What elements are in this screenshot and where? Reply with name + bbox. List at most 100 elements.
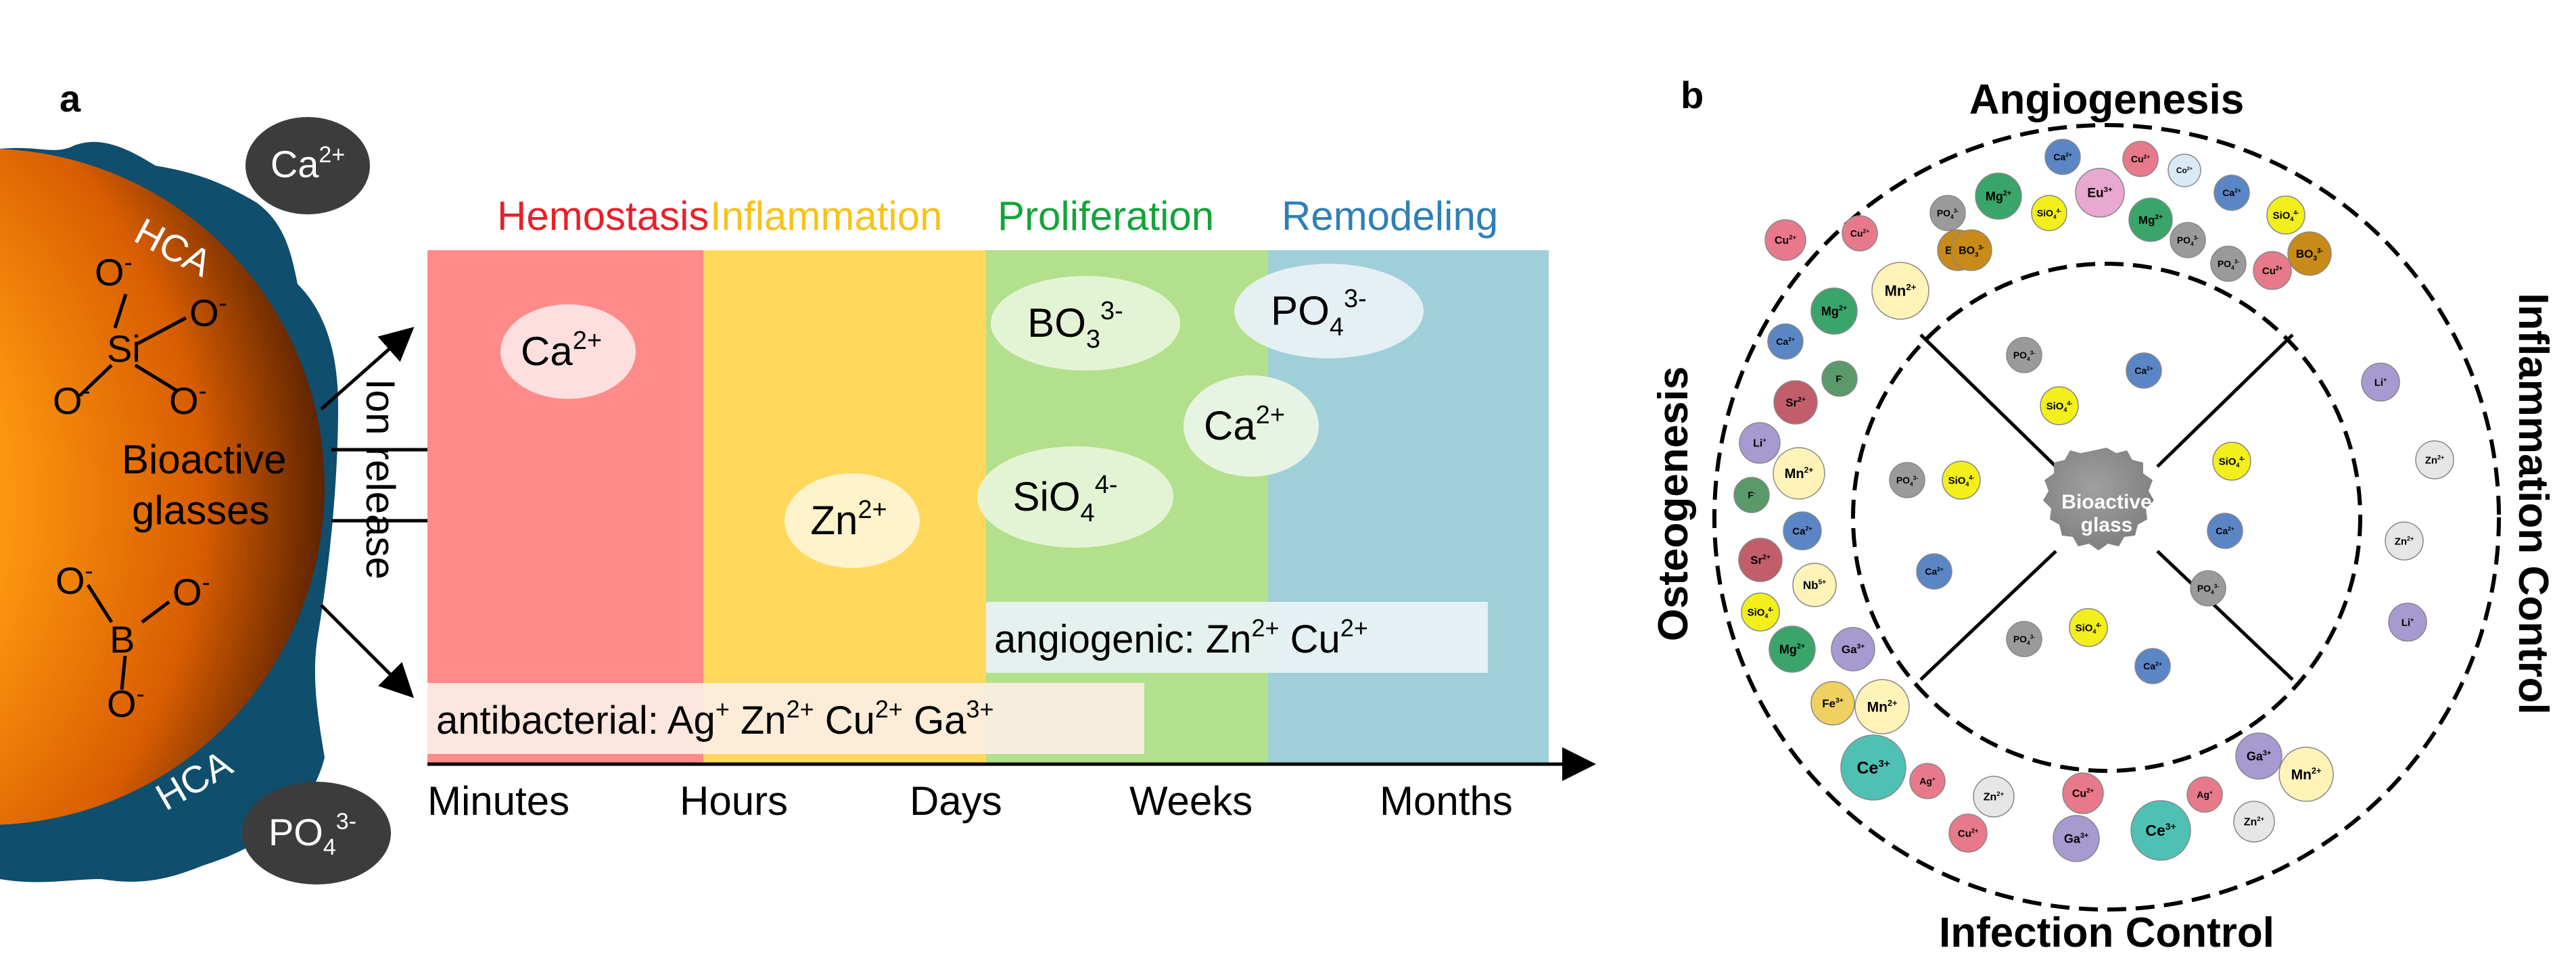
svg-text:Mg2+: Mg2+ <box>2138 214 2163 227</box>
center-label-line1: Bioactive <box>2061 491 2151 513</box>
outer-ion-31: Ga3+ <box>1831 627 1875 671</box>
ion-bo3 <box>991 276 1180 371</box>
outer-ion-35: Zn2+ <box>2415 440 2454 479</box>
angiogenic-text: angiogenic: Zn2+ Cu2+ <box>994 614 1368 661</box>
svg-text:Cu2+: Cu2+ <box>1850 227 1869 239</box>
svg-text:PO43-: PO43- <box>2197 582 2220 595</box>
svg-text:Ca2+: Ca2+ <box>2143 660 2162 671</box>
outer-ion-20: Ca2+ <box>1767 323 1804 360</box>
outer-ion-21: F- <box>1821 360 1858 397</box>
cross-lines <box>1919 333 2294 681</box>
ion-bo3-text: BO33- <box>1027 297 1123 354</box>
svg-text:Ca2+: Ca2+ <box>2134 364 2153 376</box>
svg-text:Cu2+: Cu2+ <box>1958 827 1978 839</box>
svg-text:Li+: Li+ <box>2402 616 2414 628</box>
phase-title-3: Remodeling <box>1282 193 1498 239</box>
outer-ion-45: Ag+ <box>2186 776 2223 813</box>
svg-text:PO43-: PO43- <box>2218 258 2240 270</box>
svg-text:Cu2+: Cu2+ <box>2072 787 2094 799</box>
svg-text:Li+: Li+ <box>2374 376 2387 388</box>
svg-text:Li+: Li+ <box>1753 437 1766 449</box>
phase-title-2: Proliferation <box>998 193 1214 239</box>
svg-text:Eu3+: Eu3+ <box>2087 186 2113 201</box>
time-label-2: Days <box>910 778 1002 824</box>
time-label-0: Minutes <box>427 778 569 824</box>
ion-ca-proliferation-text: Ca2+ <box>1204 401 1285 448</box>
outer-ion-1: Cu2+ <box>2122 141 2159 177</box>
svg-text:PO43-: PO43- <box>2013 349 2036 362</box>
svg-text:Ag+: Ag+ <box>2197 788 2213 800</box>
outer-ion-24: Mn2+ <box>1773 447 1825 500</box>
inner-ion-6: Ca2+ <box>2207 513 2243 549</box>
label-inflammation-control: Inflammation Control <box>2510 293 2556 714</box>
svg-text:O-: O- <box>169 377 207 422</box>
svg-text:Ga3+: Ga3+ <box>2247 749 2271 763</box>
outer-ion-38: Ce3+ <box>1840 734 1906 801</box>
ion-ca-hemostasis <box>500 304 636 399</box>
svg-text:Ce3+: Ce3+ <box>2145 822 2176 839</box>
svg-text:Cu2+: Cu2+ <box>1775 234 1797 246</box>
svg-text:Ca2+: Ca2+ <box>2216 525 2234 536</box>
inner-ion-9: PO43- <box>2006 621 2042 657</box>
svg-text:Ca2+: Ca2+ <box>1925 565 1944 577</box>
outer-ion-circles: Ca2+Cu2+Co2+Eu3+Mg2+PO43-SiO44-Mg2+Ca2+S… <box>1733 139 2454 862</box>
svg-text:O-: O- <box>107 680 145 725</box>
svg-text:Mn2+: Mn2+ <box>1885 282 1917 300</box>
outer-ion-9: SiO44- <box>2266 195 2305 235</box>
sphere-label-line2: glasses <box>132 488 269 533</box>
ion-zn-text: Zn2+ <box>810 496 887 543</box>
label-infection-control: Infection Control <box>1939 910 2274 956</box>
phase-title-0: Hemostasis <box>497 193 709 239</box>
outer-ion-39: Ag+ <box>1909 763 1946 799</box>
svg-text:Zn2+: Zn2+ <box>1984 791 2005 803</box>
svg-text:Cu2+: Cu2+ <box>2262 264 2282 277</box>
outer-ion-42: Ga3+ <box>2235 732 2282 780</box>
ion-sio4-text: SiO44- <box>1013 471 1118 527</box>
angiogenic-box <box>986 602 1488 673</box>
silicate-labels: O- Si O- O- O- <box>53 248 227 422</box>
svg-text:Zn2+: Zn2+ <box>2425 454 2445 466</box>
silicate-structure <box>78 293 187 397</box>
svg-text:O-: O- <box>95 248 133 293</box>
svg-text:SiO44-: SiO44- <box>2219 455 2245 469</box>
svg-text:Ca2+: Ca2+ <box>1776 335 1795 347</box>
svg-text:Ga3+: Ga3+ <box>2064 832 2088 845</box>
svg-text:SiO44-: SiO44- <box>2273 209 2299 222</box>
antibacterial-box <box>427 683 1144 754</box>
sphere-label-line1: Bioactive <box>122 437 286 482</box>
outer-ion-17: BO33- <box>1950 229 1992 271</box>
outer-ion-30: Mg2+ <box>1769 626 1816 673</box>
outer-ion-47: Zn2+ <box>2233 801 2275 843</box>
borate-structure <box>86 584 170 690</box>
svg-text:Ca2+: Ca2+ <box>2222 187 2241 198</box>
svg-text:Fe3+: Fe3+ <box>1822 697 1844 710</box>
outer-ion-14: BO33- <box>2287 231 2332 276</box>
outer-ion-4: Mg2+ <box>1975 172 2022 220</box>
ion-sio4 <box>977 446 1173 548</box>
inner-ion-circles: PO43-Ca2+SiO44-PO43-SiO44-SiO44-Ca2+Ca2+… <box>1889 337 2251 684</box>
svg-text:BO33-: BO33- <box>1959 244 1984 258</box>
outer-ion-6: SiO44- <box>2031 195 2067 231</box>
outer-ion-28: Nb5+ <box>1792 563 1837 607</box>
outer-ion-18: Mn2+ <box>1871 262 1929 320</box>
outer-ion-36: Zn2+ <box>2385 521 2424 561</box>
svg-text:SiO44-: SiO44- <box>2037 207 2061 220</box>
outer-ion-37: Li+ <box>2388 603 2427 642</box>
svg-text:Mg2+: Mg2+ <box>1779 642 1805 656</box>
inner-ion-1: Ca2+ <box>2126 352 2162 389</box>
svg-text:Mn2+: Mn2+ <box>1785 465 1814 481</box>
outer-ion-0: Ca2+ <box>2044 139 2081 175</box>
svg-text:Cu2+: Cu2+ <box>2131 153 2150 164</box>
svg-text:Ca2+: Ca2+ <box>2053 151 2072 162</box>
svg-text:PO43-: PO43- <box>1896 474 1919 487</box>
panel-b-label: b <box>1681 74 1704 116</box>
inner-ion-5: SiO44- <box>2212 442 2251 481</box>
svg-text:Ag+: Ag+ <box>1919 775 1936 786</box>
outer-ion-23: Li+ <box>1739 422 1781 464</box>
ion-zn <box>784 473 920 568</box>
outer-ion-43: Cu2+ <box>1948 813 1988 853</box>
outer-ion-13: Cu2+ <box>2253 251 2292 290</box>
svg-text:Sr2+: Sr2+ <box>1785 396 1806 409</box>
center-glass <box>2043 448 2154 550</box>
